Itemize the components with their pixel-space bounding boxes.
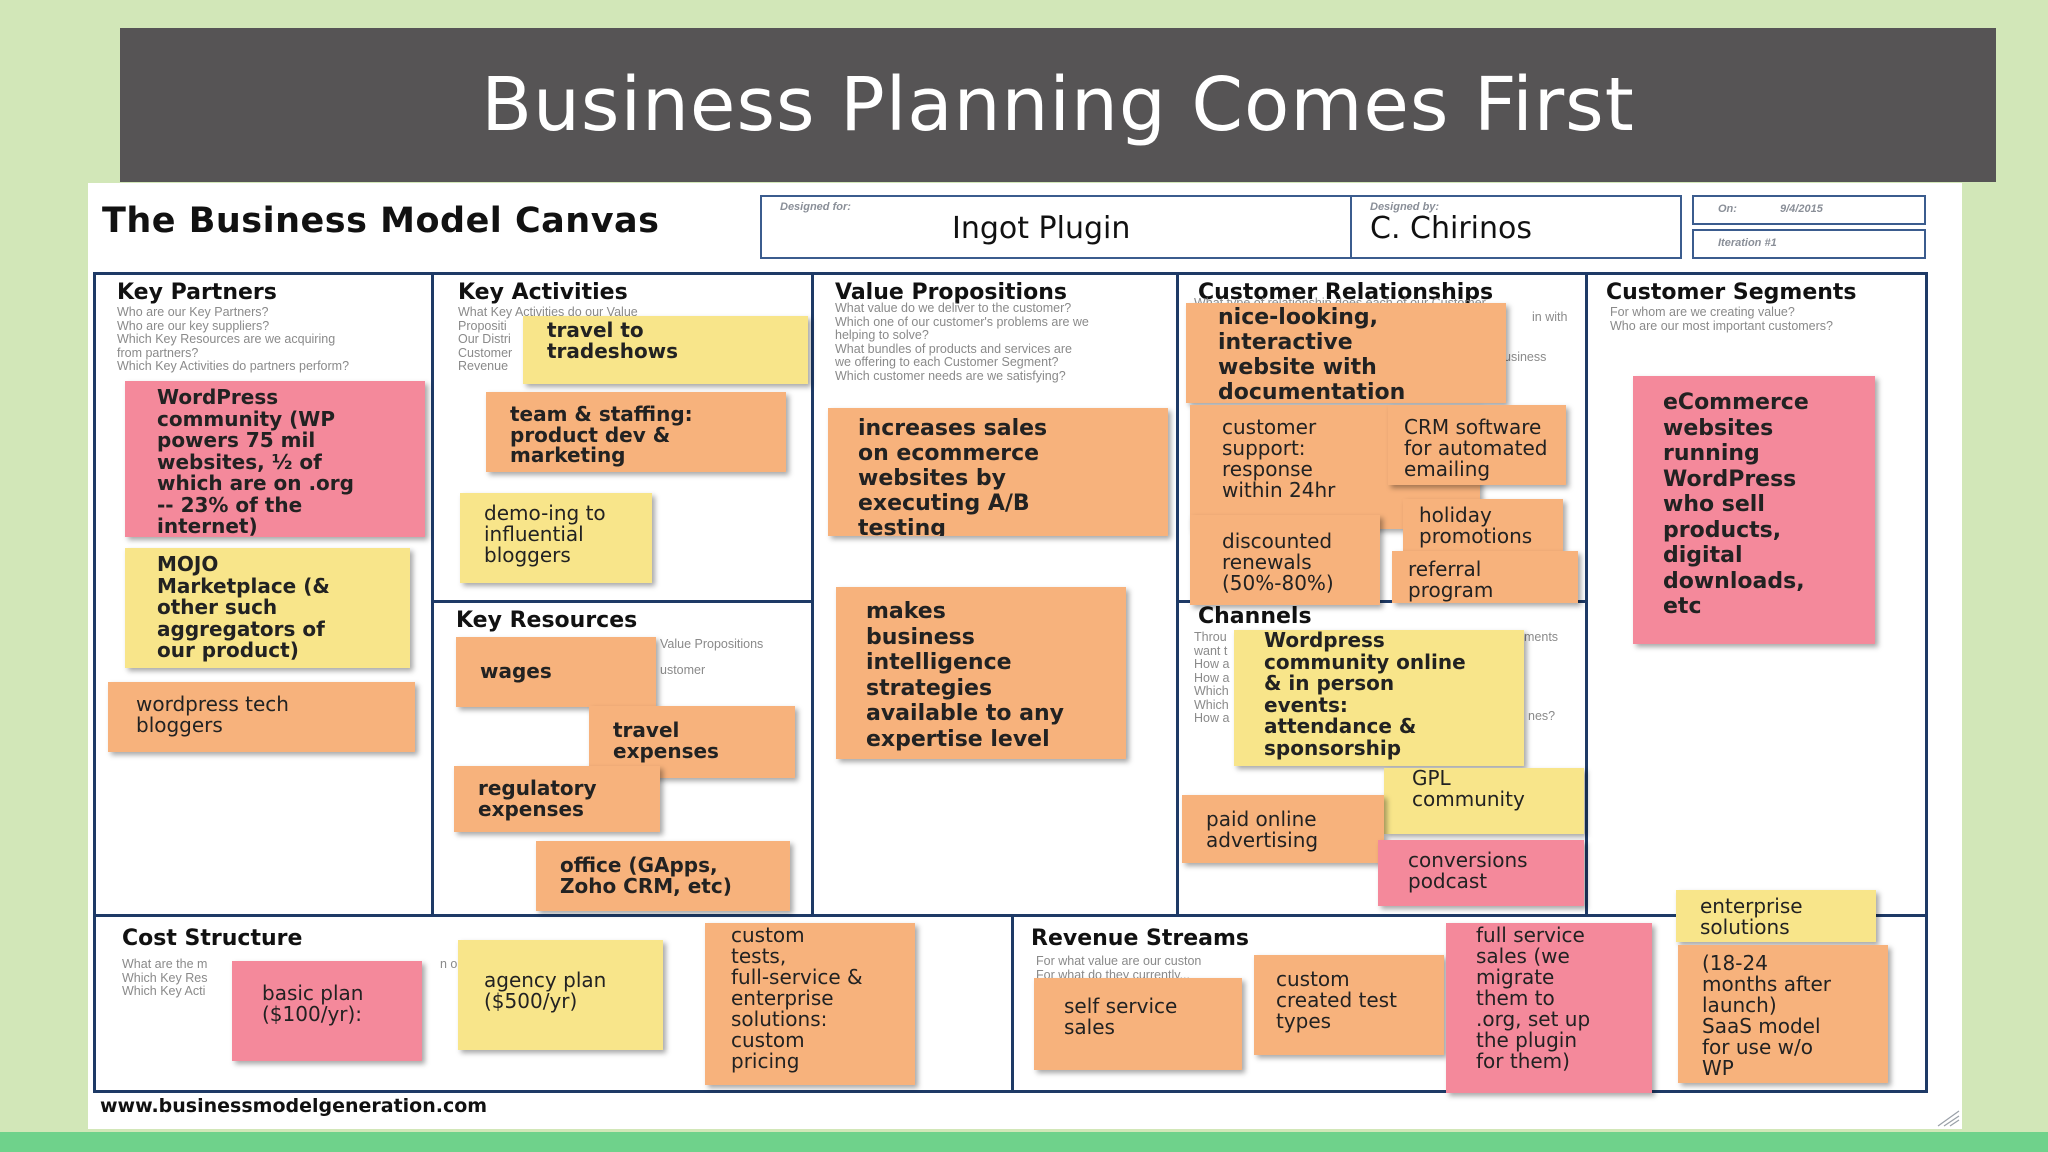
sticky-note-orange: (18-24 months after launch) SaaS model f… [1678,945,1888,1083]
customer-relationships-question-3: usiness [1504,350,1547,364]
sticky-note-orange: custom tests, full-service & enterprise … [705,923,915,1085]
sticky-note-yellow: Wordpress community online & in person e… [1234,630,1524,766]
sticky-note-orange: team & staffing: product dev & marketing [486,392,786,472]
key-activities-questions: What Key Activities do our Value Proposi… [458,305,638,373]
value-propositions-title: Value Propositions [835,280,1067,305]
sticky-note-yellow: enterprise solutions [1676,890,1876,942]
customer-segments-questions: For whom are we creating value? Who are … [1610,305,1833,333]
cost-structure-title: Cost Structure [122,926,303,951]
channels-questions: Throu want t How a How a Which Which How… [1194,630,1230,725]
sticky-note-orange: discounted renewals (50%-80%) [1190,515,1380,605]
business-model-canvas: The Business Model Canvas Designed for: … [88,183,1962,1129]
date-value: 9/4/2015 [1780,203,1823,215]
canvas-title: The Business Model Canvas [102,201,660,241]
channels-question-right-1: ments [1524,630,1559,644]
resize-grip-icon [1937,1110,1960,1127]
revenue-streams-questions: For what value are our custon For what d… [1036,954,1202,982]
key-activities-title: Key Activities [458,280,628,305]
sticky-note-orange: makes business intelligence strategies a… [836,587,1126,759]
slide-title: Business Planning Comes First [481,62,1635,148]
channels-title: Channels [1198,604,1312,629]
date-box: On: 9/4/2015 [1692,195,1926,225]
key-resources-title: Key Resources [456,608,638,633]
sticky-note-pink: basic plan ($100/yr): [232,961,422,1061]
sticky-note-yellow: MOJO Marketplace (& other such aggregato… [125,548,410,668]
sticky-note-orange: paid online advertising [1182,795,1384,863]
bottom-band [0,1132,2048,1152]
designed-by-label: Designed by: [1370,201,1440,213]
sticky-note-orange: custom created test types [1254,955,1444,1055]
customer-segments-title: Customer Segments [1606,280,1857,305]
designed-for-value: Ingot Plugin [952,211,1131,246]
sticky-note-orange: increases sales on ecommerce websites by… [828,408,1168,536]
sticky-note-pink: full service sales (we migrate them to .… [1446,923,1652,1093]
sticky-note-orange: CRM software for automated emailing [1388,405,1566,485]
customer-relationships-title: Customer Relationships [1198,280,1494,305]
designed-for-box: Designed for: Ingot Plugin [760,195,1424,259]
sticky-note-pink: WordPress community (WP powers 75 mil we… [125,381,425,537]
sticky-note-orange: regulatory expenses [454,766,660,832]
sticky-note-yellow: demo-ing to influential bloggers [460,493,652,583]
sticky-note-yellow: GPL community [1384,768,1584,834]
key-partners-title: Key Partners [117,280,277,305]
key-partners-questions: Who are our Key Partners? Who are our ke… [117,305,350,373]
slide-title-bar: Business Planning Comes First [120,28,1996,182]
designed-by-box: Designed by: C. Chirinos [1350,195,1682,259]
footer-url: www.businessmodelgeneration.com [100,1095,488,1117]
revenue-streams-title: Revenue Streams [1031,926,1250,951]
sticky-note-orange: holiday promotions [1403,499,1563,551]
iteration-box: Iteration #1 [1692,229,1926,259]
sticky-note-orange: referral program [1392,551,1578,603]
sticky-note-orange: wordpress tech bloggers [108,682,415,752]
sticky-note-orange: nice-looking, interactive website with d… [1186,303,1506,403]
sticky-note-orange: wages [456,637,656,707]
sticky-note-yellow: travel to tradeshows [523,316,808,384]
value-propositions-questions: What value do we deliver to the customer… [835,301,1089,383]
date-label: On: [1718,203,1737,215]
key-resources-question-2: ustomer [660,663,706,677]
designed-by-value: C. Chirinos [1370,211,1532,246]
sticky-note-yellow: agency plan ($500/yr) [458,940,663,1050]
sticky-note-orange: office (GApps, Zoho CRM, etc) [536,841,790,911]
sticky-note-pink: conversions podcast [1378,840,1584,906]
channels-question-right-2: nes? [1528,709,1556,723]
key-resources-question-1: Value Propositions [660,637,764,651]
sticky-note-orange: self service sales [1034,978,1242,1070]
designed-for-label: Designed for: [780,201,851,213]
cost-structure-questions: What are the m Which Key Res Which Key A… [122,957,208,998]
customer-relationships-question-2: in with [1532,310,1568,324]
iteration-value: Iteration #1 [1718,237,1777,249]
sticky-note-pink: eCommerce websites running WordPress who… [1633,376,1875,644]
